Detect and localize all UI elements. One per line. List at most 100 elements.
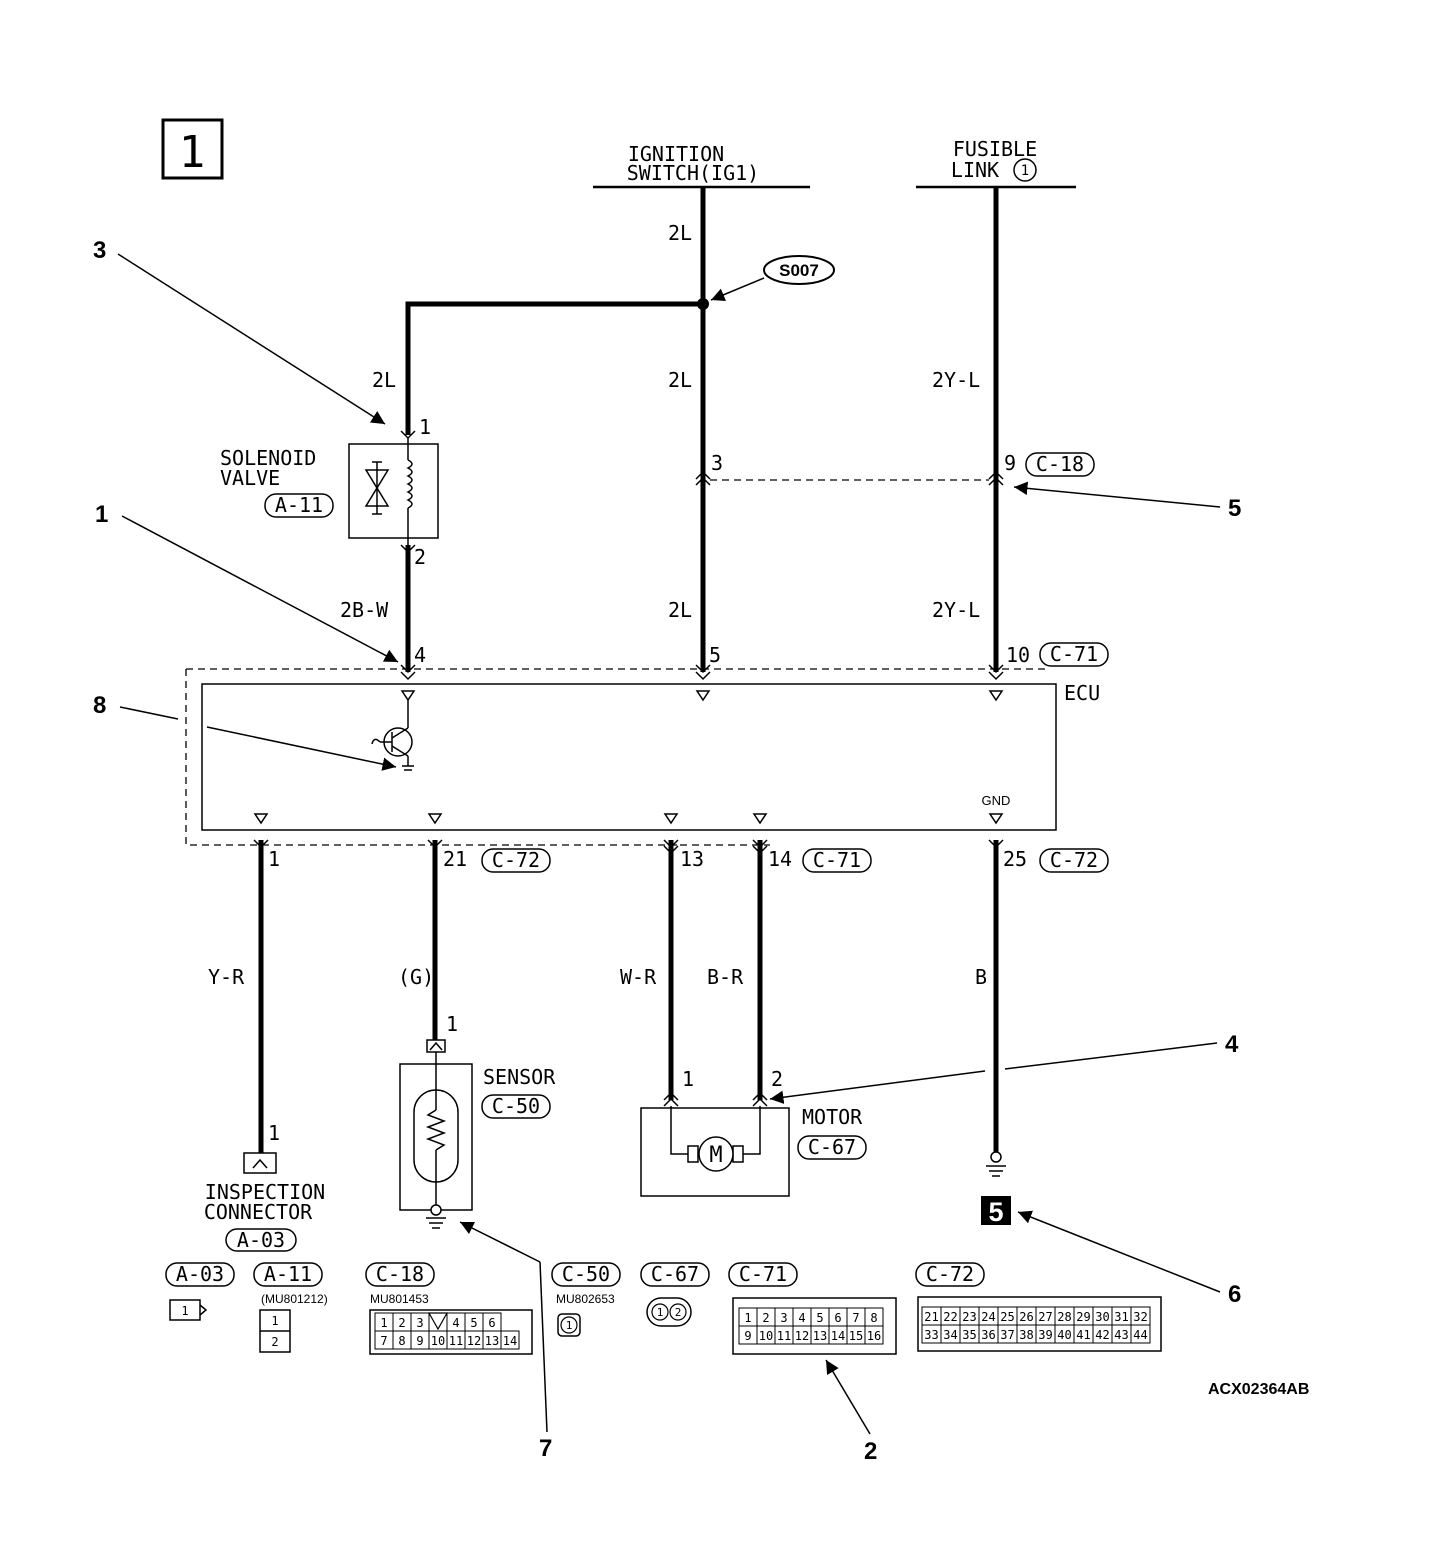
c71-pin-6: 6 xyxy=(834,1311,841,1325)
c72-pin-34: 34 xyxy=(943,1328,957,1342)
fusible-label-1: FUSIBLE xyxy=(953,137,1037,161)
legend-c18-part: MU801453 xyxy=(370,1292,429,1306)
pin-25: 25 xyxy=(1003,847,1027,871)
c72-pin-30: 30 xyxy=(1095,1310,1109,1324)
callout-4: 4 xyxy=(1225,1031,1239,1058)
legend-c67-pin-1: 1 xyxy=(657,1306,664,1319)
legend-a03-label: A-03 xyxy=(176,1262,224,1286)
pin-14: 14 xyxy=(768,847,792,871)
connector-legend: A-03 1 A-11 (MU801212) 1 2 C-18 MU801453… xyxy=(165,1262,1162,1355)
motor-label: MOTOR xyxy=(802,1105,863,1129)
c18-pin-10: 10 xyxy=(431,1334,445,1348)
legend-c50-part: MU802653 xyxy=(556,1292,615,1306)
c71-pin-8: 8 xyxy=(870,1311,877,1325)
callout-3: 3 xyxy=(93,237,106,264)
wires xyxy=(258,187,999,1153)
c72-pin-40: 40 xyxy=(1057,1328,1071,1342)
callout-2: 2 xyxy=(864,1438,877,1465)
c18-pin-13: 13 xyxy=(485,1334,499,1348)
callouts: 3 1 8 5 4 6 7 2 xyxy=(93,237,1241,1465)
c72-pin-37: 37 xyxy=(1000,1328,1014,1342)
legend-a11-pin-2: 2 xyxy=(271,1335,278,1349)
ecu: ECU GND 4 5 10 C-71 1 21 xyxy=(185,642,1109,873)
pin-5: 5 xyxy=(709,643,721,667)
c72-pin-41: 41 xyxy=(1076,1328,1090,1342)
c72-pin-36: 36 xyxy=(981,1328,995,1342)
legend-a11-pin-1: 1 xyxy=(271,1314,278,1328)
ecu-gnd-label: GND xyxy=(982,793,1011,808)
ground-point: 5 xyxy=(981,1151,1011,1227)
splice-point xyxy=(697,298,709,310)
c18-pin-11: 11 xyxy=(449,1334,463,1348)
ecu-label: ECU xyxy=(1064,681,1100,705)
c71-pin-14: 14 xyxy=(831,1329,845,1343)
inspection-connector: 1 INSPECTION CONNECTOR A-03 xyxy=(204,1121,325,1252)
fusible-number-circle xyxy=(1013,158,1037,182)
c18-key-mark xyxy=(427,1312,449,1331)
pin-21: 21 xyxy=(443,847,467,871)
c72-pin-38: 38 xyxy=(1019,1328,1033,1342)
c18-label: C-18 xyxy=(1036,452,1084,476)
wire-label-mid-upper: 2L xyxy=(668,368,692,392)
wire-label-right-upper: 2Y-L xyxy=(932,368,980,392)
pin-3: 3 xyxy=(711,451,723,475)
pin-10: 10 xyxy=(1006,643,1030,667)
motor-icon xyxy=(698,1136,734,1172)
legend-c67-pin-2: 2 xyxy=(675,1306,682,1319)
c72-pin-26: 26 xyxy=(1019,1310,1033,1324)
c18-pin-5: 5 xyxy=(470,1316,477,1330)
legend-c72-label: C-72 xyxy=(926,1262,974,1286)
ignition-switch-source: IGNITION SWITCH(IG1) xyxy=(593,142,810,189)
sensor: 1 SENSOR C-50 xyxy=(399,1012,556,1229)
legend-a11-label: A-11 xyxy=(264,1262,312,1286)
c72-pin-22: 22 xyxy=(943,1310,957,1324)
wire-label-sensor: (G) xyxy=(398,965,434,989)
wire-label-ign-top: 2L xyxy=(668,221,692,245)
sensor-connector: C-50 xyxy=(492,1094,540,1118)
legend-a03-pin-1: 1 xyxy=(181,1304,188,1318)
legend-c50-label: C-50 xyxy=(562,1262,610,1286)
c71-pin-4: 4 xyxy=(798,1311,805,1325)
pin-13: 13 xyxy=(680,847,704,871)
page-number: 1 xyxy=(179,127,206,178)
c18-pin-8: 8 xyxy=(398,1334,405,1348)
wire-label-left-upper: 2L xyxy=(372,368,396,392)
legend-c67-label: C-67 xyxy=(651,1262,699,1286)
legend-c67: C-67 1 2 xyxy=(640,1262,710,1327)
ignition-label-2: SWITCH(IG1) xyxy=(627,161,759,185)
splice-label: S007 xyxy=(710,255,835,302)
legend-a03: A-03 1 xyxy=(165,1262,235,1321)
c72-pin-42: 42 xyxy=(1095,1328,1109,1342)
c71-pin-9: 9 xyxy=(744,1329,751,1343)
solenoid-valve: SOLENOID VALVE A-11 1 2 xyxy=(220,415,439,569)
legend-c50: C-50 MU802653 1 xyxy=(551,1262,621,1337)
c71-pin-3: 3 xyxy=(780,1311,787,1325)
c71-pin-1: 1 xyxy=(744,1311,751,1325)
c71-pin-5: 5 xyxy=(816,1311,823,1325)
c71-pin-10: 10 xyxy=(759,1329,773,1343)
wire-label-solenoid-out: 2B-W xyxy=(340,598,389,622)
callout-1: 1 xyxy=(95,501,108,528)
inspection-label-1: INSPECTION xyxy=(205,1180,325,1204)
legend-a11-part: (MU801212) xyxy=(261,1292,328,1306)
motor-connector: C-67 xyxy=(808,1135,856,1159)
wire-label-right-lower: 2Y-L xyxy=(932,598,980,622)
pin-mot2: 2 xyxy=(771,1067,783,1091)
callout-7: 7 xyxy=(539,1435,552,1462)
c71-pin-16: 16 xyxy=(867,1329,881,1343)
c18-pin-2: 2 xyxy=(398,1316,405,1330)
c72-pin-33: 33 xyxy=(924,1328,938,1342)
c71-pin-12: 12 xyxy=(795,1329,809,1343)
pin-1: 1 xyxy=(268,847,280,871)
c71-pin-15: 15 xyxy=(849,1329,863,1343)
pin-mot1: 1 xyxy=(682,1067,694,1091)
c72-pin-cell xyxy=(1130,1324,1151,1344)
thermistor-icon xyxy=(425,1109,447,1151)
inspection-connector-id: A-03 xyxy=(237,1228,285,1252)
wire-label-ground: B xyxy=(975,965,987,989)
c71-pin-11: 11 xyxy=(777,1329,791,1343)
fusible-number: 1 xyxy=(1021,163,1029,179)
